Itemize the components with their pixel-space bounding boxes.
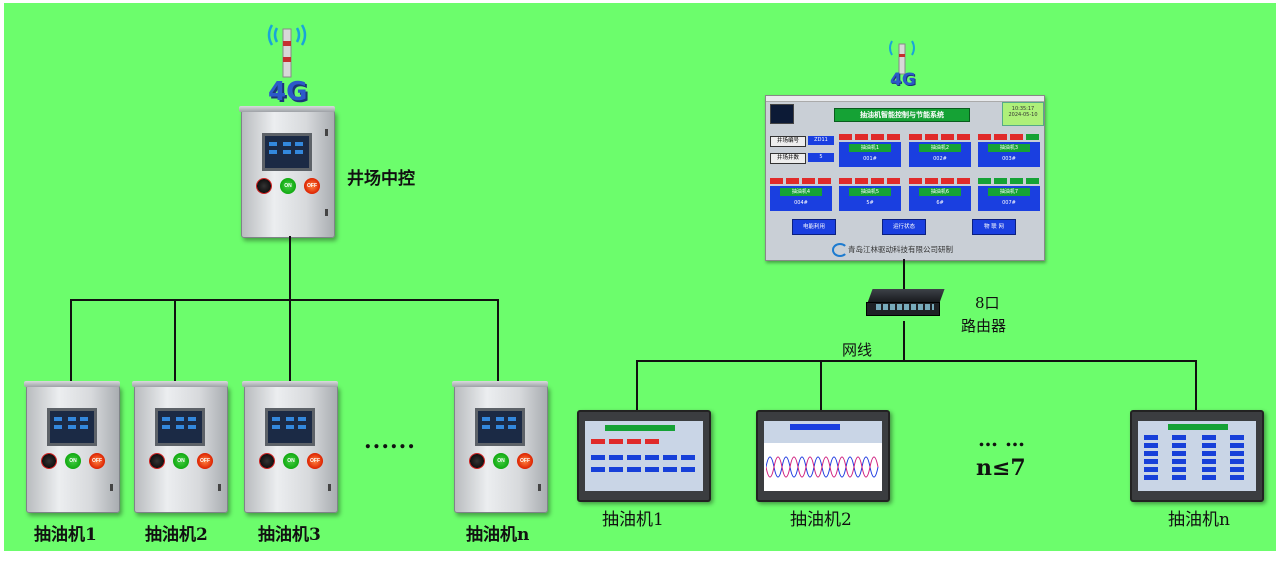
right-pump-label-2: 抽油机2	[790, 510, 852, 530]
hmi-date: 2024-05-10	[1008, 112, 1038, 118]
central-control-label: 井场中控	[347, 169, 415, 189]
left-pump-label-3: 抽油机3	[258, 525, 321, 545]
left-pump-label-2: 抽油机2	[145, 525, 208, 545]
max-pump-count: n≤7	[976, 455, 1026, 481]
right-cable-bus	[636, 360, 1197, 362]
hmi-time: 10:35:17	[1011, 106, 1035, 112]
pump-hmi-monitor-n	[1130, 410, 1264, 502]
antenna-4g-left: 4G	[262, 19, 312, 111]
tree-bus	[70, 299, 499, 301]
right-ellipsis: … …	[978, 427, 1025, 451]
tree-trunk	[289, 236, 291, 300]
left-pump-label-n: 抽油机n	[466, 525, 530, 545]
router-label-name: 路由器	[961, 317, 1007, 335]
well-count-value: 5	[808, 153, 834, 162]
well-no-label: 井场编号	[770, 136, 806, 147]
router-label-ports: 8口	[975, 294, 1000, 312]
hmi-button-iot[interactable]: 物 联 网	[972, 219, 1016, 235]
antenna-4g-right-text: 4G	[890, 70, 916, 90]
right-pump-label-n: 抽油机n	[1168, 510, 1230, 530]
well-no-value: ZD11	[808, 136, 834, 145]
left-pump-label-1: 抽油机1	[34, 525, 97, 545]
network-router	[866, 289, 945, 321]
hmi-main-screen: 抽油机智能控制与节能系统 10:35:17 2024-05-10 井场编号 ZD…	[765, 95, 1045, 261]
hmi-logo	[770, 104, 794, 124]
hmi-company-logo	[832, 243, 848, 257]
hmi-button-energy[interactable]: 电能利用	[792, 219, 836, 235]
well-count-label: 井场井数	[770, 153, 806, 164]
antenna-4g-text: 4G	[268, 77, 308, 107]
hmi-title: 抽油机智能控制与节能系统	[834, 108, 970, 122]
left-ellipsis: ......	[364, 428, 416, 454]
cable-label: 网线	[842, 341, 873, 359]
right-pump-label-1: 抽油机1	[602, 510, 664, 530]
hmi-clock: 10:35:17 2024-05-10	[1002, 102, 1044, 126]
pump-hmi-monitor-2	[756, 410, 890, 502]
pump-hmi-monitor-1	[577, 410, 711, 502]
antenna-4g-right: 4G	[885, 38, 919, 94]
hmi-button-status[interactable]: 运行状态	[882, 219, 926, 235]
hmi-footer: 青岛江林驱动科技有限公司研制	[848, 245, 953, 254]
